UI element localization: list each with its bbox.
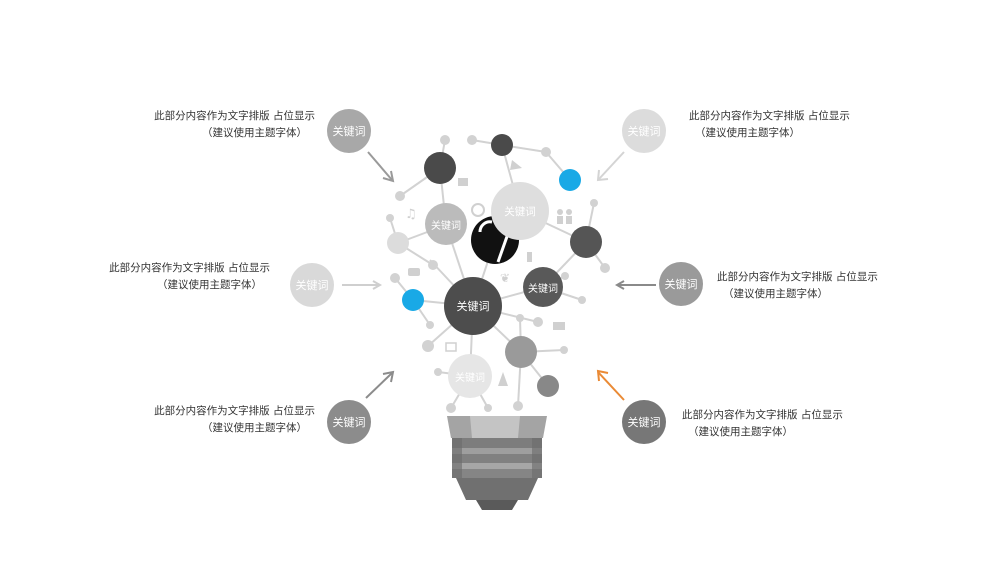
- callout-line1: 此部分内容作为文字排版 占位显示: [682, 409, 843, 421]
- bulb-keyword-1: 关键词: [425, 203, 467, 245]
- node-blue-2: [402, 289, 424, 311]
- callout-line2: （建议使用主题字体）: [695, 127, 800, 139]
- arrow-top-left: [367, 151, 395, 183]
- callout-line2: （建议使用主题字体）: [723, 288, 828, 300]
- callout-keyword-mid-right: 关键词: [659, 262, 703, 306]
- callout-line1: 此部分内容作为文字排版 占位显示: [689, 110, 850, 122]
- callout-keyword-bottom-left: 关键词: [327, 400, 371, 444]
- bulb-keyword-3: 关键词: [444, 277, 502, 335]
- bulb-keyword-2: 关键词: [491, 182, 549, 240]
- person-body-icon-2: [566, 216, 572, 224]
- music-note-icon: ♫: [405, 207, 417, 222]
- arrow-bottom-right: [596, 369, 625, 401]
- callout-line2: （建议使用主题字体）: [157, 279, 262, 291]
- mail-icon: [553, 322, 565, 330]
- tower-icon: [498, 372, 508, 386]
- bulb-base: [447, 416, 547, 510]
- briefcase-icon: [408, 268, 420, 276]
- callout-line1: 此部分内容作为文字排版 占位显示: [154, 110, 315, 122]
- callout-line2: （建议使用主题字体）: [202, 127, 307, 139]
- node-gray-1: [505, 336, 537, 368]
- callout-line1: 此部分内容作为文字排版 占位显示: [109, 262, 270, 274]
- microphone-icon: [527, 252, 532, 262]
- node-dark-3: [570, 226, 602, 258]
- callout-line2: （建议使用主题字体）: [688, 426, 793, 438]
- headphones-icon: [471, 203, 485, 217]
- callout-keyword-top-left: 关键词: [327, 109, 371, 153]
- arrows: [342, 151, 656, 401]
- callout-text-top-right: 此部分内容作为文字排版 占位显示 （建议使用主题字体）: [689, 108, 864, 142]
- node-dark-2: [491, 134, 513, 156]
- node-dark-1: [424, 152, 456, 184]
- callout-keyword-top-right: 关键词: [622, 109, 666, 153]
- person-body-icon: [557, 216, 563, 224]
- arrow-mid-left: [342, 280, 383, 290]
- bulb-keyword-5: 关键词: [448, 354, 492, 398]
- person-icon-2: [566, 209, 572, 215]
- callout-keyword-mid-left: 关键词: [290, 263, 334, 307]
- callout-line2: （建议使用主题字体）: [202, 422, 307, 434]
- callout-line1: 此部分内容作为文字排版 占位显示: [154, 405, 315, 417]
- person-icon: [557, 209, 563, 215]
- callout-keyword-bottom-right: 关键词: [622, 400, 666, 444]
- callout-text-mid-right: 此部分内容作为文字排版 占位显示 （建议使用主题字体）: [717, 269, 892, 303]
- callout-text-bottom-left: 此部分内容作为文字排版 占位显示 （建议使用主题字体）: [140, 403, 315, 437]
- callout-text-bottom-right: 此部分内容作为文字排版 占位显示 （建议使用主题字体）: [682, 407, 857, 441]
- arrow-top-right: [596, 151, 625, 182]
- network-small-nodes: [386, 135, 610, 413]
- bulb-keyword-4: 关键词: [523, 267, 563, 307]
- decorative-icons: ♫ ❦: [405, 160, 572, 386]
- callout-line1: 此部分内容作为文字排版 占位显示: [717, 271, 878, 283]
- arrow-bottom-left: [365, 370, 395, 399]
- node-blue-1: [559, 169, 581, 191]
- paper-plane-icon: [510, 160, 522, 170]
- node-gray-2: [537, 375, 559, 397]
- callout-text-top-left: 此部分内容作为文字排版 占位显示 （建议使用主题字体）: [140, 108, 315, 142]
- chart-icon: [458, 178, 468, 186]
- monitor-icon: [445, 342, 457, 352]
- leaf-icon: ❦: [500, 271, 510, 285]
- callout-text-mid-left: 此部分内容作为文字排版 占位显示 （建议使用主题字体）: [95, 260, 270, 294]
- arrow-mid-right: [614, 280, 656, 290]
